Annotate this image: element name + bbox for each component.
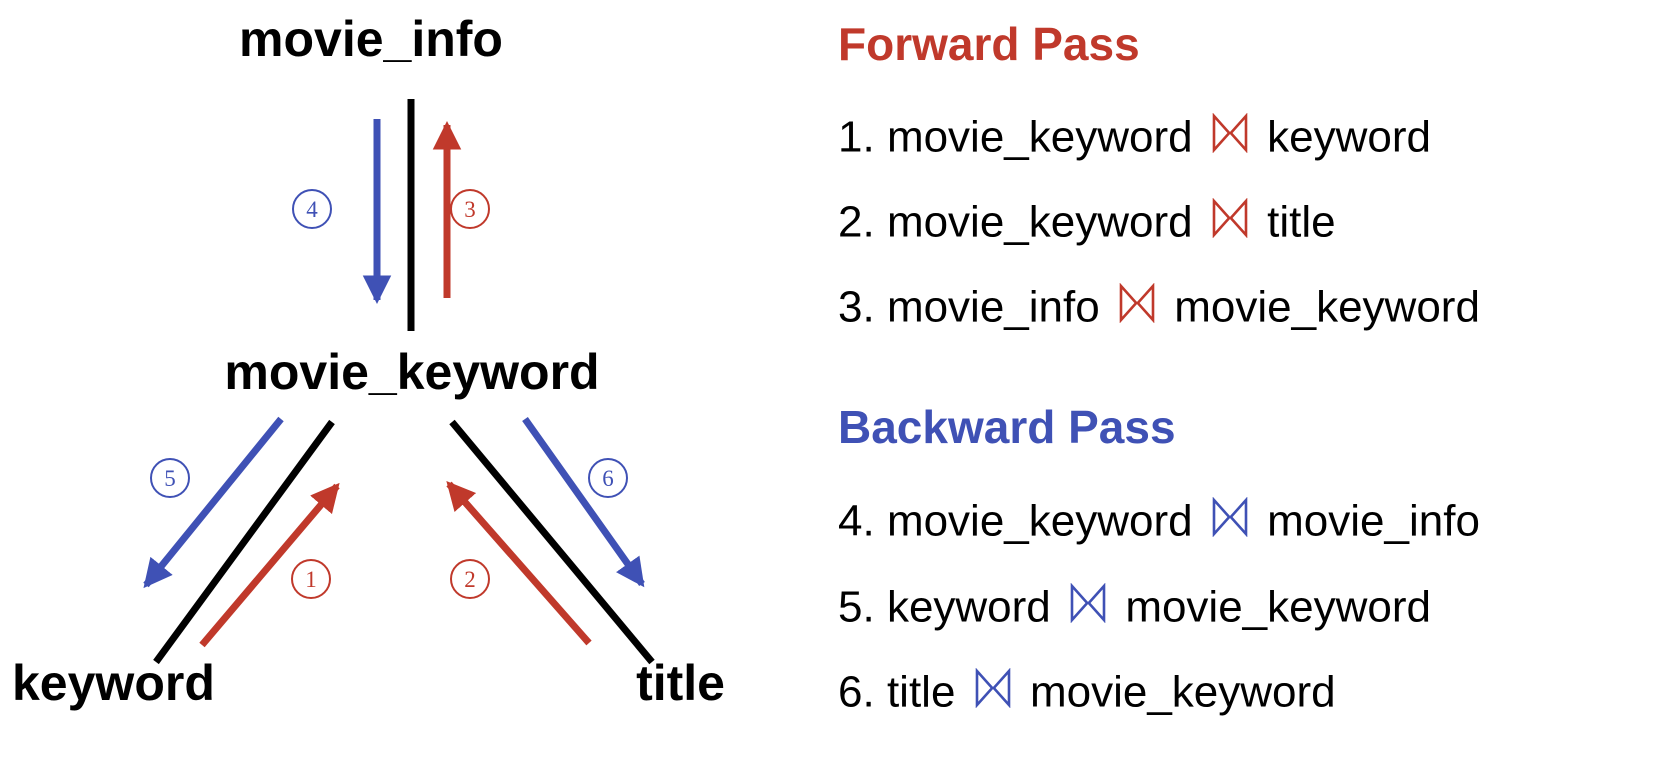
step-badge-4: 4 bbox=[292, 189, 332, 229]
join-bowtie-icon bbox=[1070, 583, 1106, 623]
arrow-step-5 bbox=[143, 416, 284, 589]
edge-movie_keyword-title bbox=[449, 419, 655, 665]
backward-pass-item-6: 6. title movie_keyword bbox=[838, 668, 1336, 714]
item-right-relation: movie_keyword bbox=[1174, 282, 1480, 332]
join-bowtie-icon bbox=[975, 668, 1011, 708]
node-label-title: title bbox=[636, 655, 725, 711]
diagram-canvas bbox=[143, 99, 655, 665]
item-right-relation: movie_info bbox=[1267, 496, 1480, 546]
item-left-relation: keyword bbox=[886, 582, 1051, 632]
step-badge-6: 6 bbox=[588, 458, 628, 498]
join-bowtie-icon bbox=[1212, 198, 1248, 238]
join-bowtie-icon bbox=[1119, 283, 1155, 323]
forward-pass-title: Forward Pass bbox=[838, 18, 1140, 70]
forward-pass-item-1: 1. movie_keyword keyword bbox=[838, 113, 1431, 159]
join-bowtie-icon bbox=[1212, 113, 1248, 153]
item-number: 2. bbox=[838, 197, 875, 247]
item-left-relation: movie_keyword bbox=[886, 112, 1193, 162]
step-badge-2: 2 bbox=[450, 559, 490, 599]
forward-pass-item-2: 2. movie_keyword title bbox=[838, 198, 1336, 244]
step-badge-1: 1 bbox=[291, 559, 331, 599]
arrow-step-1 bbox=[199, 482, 340, 648]
arrow-step-2 bbox=[446, 480, 592, 646]
forward-pass-item-3: 3. movie_info movie_keyword bbox=[838, 283, 1480, 329]
backward-pass-item-5: 5. keyword movie_keyword bbox=[838, 583, 1431, 629]
item-number: 4. bbox=[838, 496, 875, 546]
item-number: 6. bbox=[838, 667, 875, 717]
backward-pass-title: Backward Pass bbox=[838, 401, 1176, 453]
item-number: 1. bbox=[838, 112, 875, 162]
item-number: 5. bbox=[838, 582, 875, 632]
pass-legend-panel: Forward Pass 1. movie_keyword keyword 2.… bbox=[775, 0, 1661, 783]
node-label-keyword: keyword bbox=[12, 655, 215, 711]
item-left-relation: movie_keyword bbox=[886, 197, 1193, 247]
step-badge-5: 5 bbox=[150, 458, 190, 498]
item-right-relation: title bbox=[1267, 197, 1336, 247]
node-label-movie-info: movie_info bbox=[239, 11, 503, 67]
item-right-relation: movie_keyword bbox=[1125, 582, 1431, 632]
node-label-movie-keyword: movie_keyword bbox=[224, 344, 600, 400]
join-bowtie-icon bbox=[1212, 497, 1248, 537]
join-graph-diagram: movie_info movie_keyword keyword title 1… bbox=[0, 0, 770, 783]
item-left-relation: title bbox=[886, 667, 956, 717]
item-left-relation: movie_keyword bbox=[886, 496, 1193, 546]
item-right-relation: movie_keyword bbox=[1029, 667, 1336, 717]
backward-pass-item-4: 4. movie_keyword movie_info bbox=[838, 497, 1480, 543]
item-right-relation: keyword bbox=[1267, 112, 1431, 162]
item-number: 3. bbox=[838, 282, 875, 332]
step-badge-3: 3 bbox=[450, 189, 490, 229]
edge-movie_keyword-keyword bbox=[153, 419, 335, 665]
arrow-step-6 bbox=[522, 416, 645, 588]
item-left-relation: movie_info bbox=[886, 282, 1100, 332]
